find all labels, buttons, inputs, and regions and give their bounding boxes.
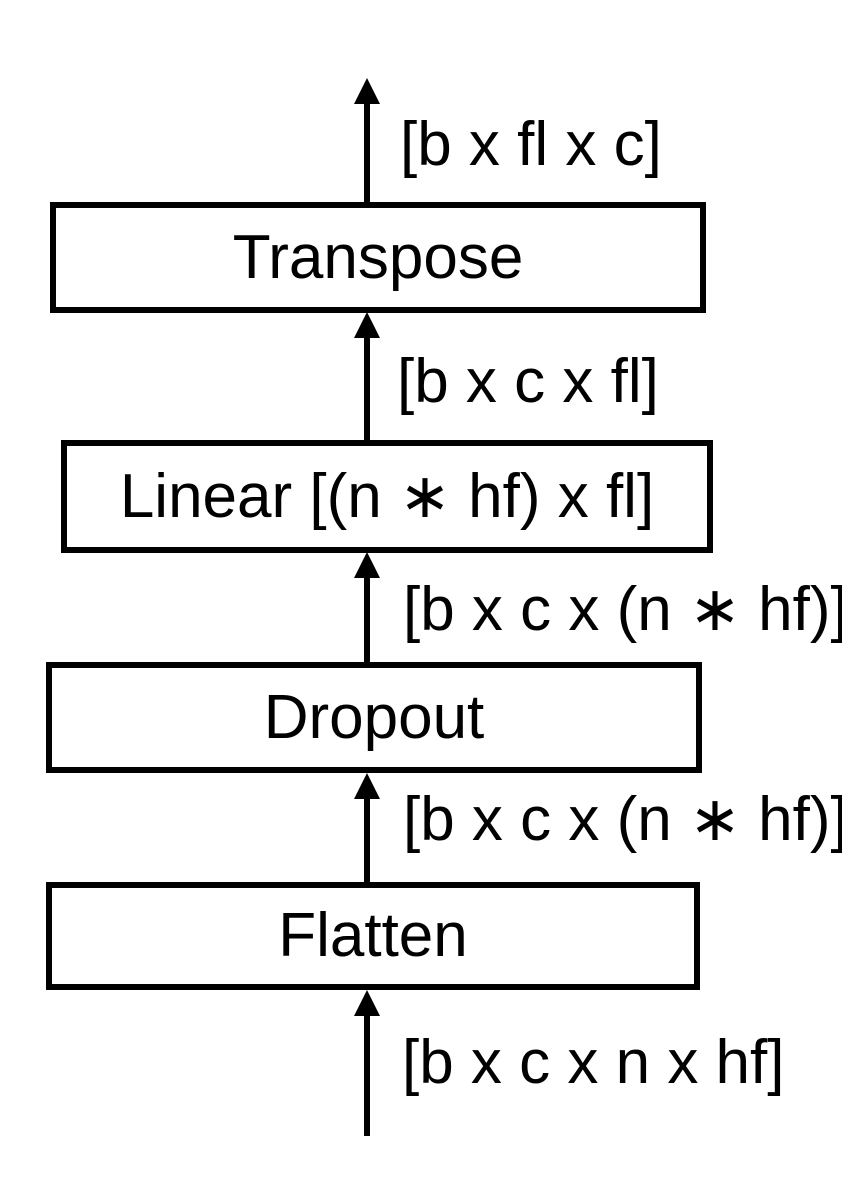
arrow-stem xyxy=(364,335,370,442)
layer-label-dropout: Dropout xyxy=(263,682,485,752)
arrowhead-up-icon xyxy=(354,78,380,104)
tensor-shape-label-output: [b x fl x c] xyxy=(400,110,662,179)
output-arrow-icon xyxy=(354,78,380,204)
linear-to-transpose-arrow-icon xyxy=(354,312,380,442)
tensor-shape-label-after-linear: [b x c x fl] xyxy=(397,347,659,416)
tensor-shape-label-after-dropout: [b x c x (n ∗ hf)] xyxy=(403,575,842,644)
arrowhead-up-icon xyxy=(354,312,380,338)
tensor-shape-label-input: [b x c x n x hf] xyxy=(402,1028,785,1097)
arrowhead-up-icon xyxy=(354,773,380,799)
arrowhead-up-icon xyxy=(354,552,380,578)
dropout-to-linear-arrow-icon xyxy=(354,552,380,664)
layer-box-transpose: Transpose xyxy=(50,202,706,313)
input-arrow-icon xyxy=(354,990,380,1136)
arrow-stem xyxy=(364,575,370,664)
layer-label-flatten: Flatten xyxy=(278,901,468,970)
layer-box-dropout: Dropout xyxy=(46,662,702,773)
tensor-shape-label-after-flatten: [b x c x (n ∗ hf)] xyxy=(403,785,842,854)
flatten-to-dropout-arrow-icon xyxy=(354,773,380,884)
arrow-stem xyxy=(364,101,370,204)
layer-label-transpose: Transpose xyxy=(232,222,524,292)
arrowhead-up-icon xyxy=(354,990,380,1016)
layer-label-linear: Linear [(n ∗ hf) x fl] xyxy=(119,461,655,531)
arrow-stem xyxy=(364,1013,370,1136)
layer-box-linear: Linear [(n ∗ hf) x fl] xyxy=(61,440,713,553)
arrow-stem xyxy=(364,796,370,884)
layer-box-flatten: Flatten xyxy=(46,882,700,990)
